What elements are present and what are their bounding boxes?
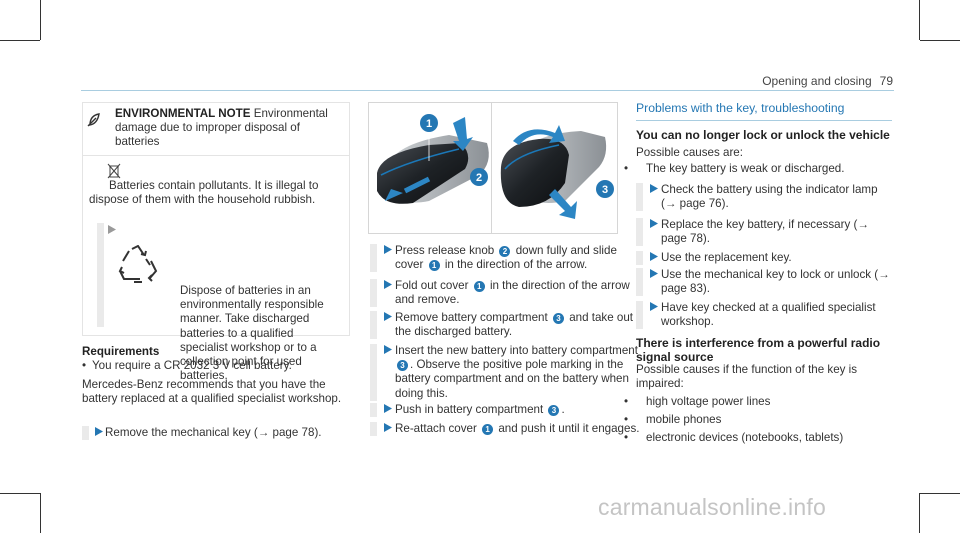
step-arrow-icon: [650, 269, 658, 278]
pollutants-text: Batteries contain pollutants. It is ille…: [89, 179, 319, 207]
dispose-step: Dispose of batteries in an environmental…: [97, 223, 344, 382]
crossed-bin-icon: [107, 163, 121, 179]
causes-intro: Possible causes are:: [636, 146, 743, 159]
env-note-title: ENVIRONMENTAL NOTE: [115, 107, 251, 120]
badge-3: 3: [397, 360, 408, 372]
badge-3: 3: [548, 405, 560, 416]
environmental-note-box: ENVIRONMENTAL NOTE Environmental damage …: [82, 102, 350, 382]
page-number: 79: [879, 74, 893, 88]
step-fold-out-cover: Fold out cover 1 in the direction of the…: [370, 279, 641, 308]
step-arrow-icon: [384, 423, 392, 432]
crop-mark: [40, 493, 41, 533]
requirement-item: •You require a CR 2032 3 V cell battery.: [82, 359, 292, 372]
dispose-text: Dispose of batteries in an environmental…: [180, 284, 324, 383]
recommendation-text: Mercedes-Benz recommends that you have t…: [82, 378, 342, 406]
crop-mark: [920, 40, 960, 41]
crop-mark: [919, 0, 920, 40]
section-title: Problems with the key, troubleshooting: [636, 101, 845, 115]
step-arrow-icon: [384, 312, 392, 321]
watermark: carmanualsonline.info: [598, 494, 826, 520]
env-note-text: ENVIRONMENTAL NOTE Environmental damage …: [115, 107, 345, 150]
step-remove-compartment: Remove battery compartment 3 and take ou…: [370, 311, 641, 340]
step-arrow-icon: [95, 427, 103, 436]
crop-mark: [40, 0, 41, 40]
figure-label-2: 2: [470, 168, 488, 186]
svg-text:2: 2: [476, 172, 482, 184]
environment-icon: [87, 113, 100, 127]
fold-arrow: [513, 125, 565, 145]
crop-mark: [0, 493, 40, 494]
crop-mark: [0, 40, 40, 41]
step-arrow-icon: [108, 225, 116, 234]
key-cover-right: [500, 138, 569, 207]
divider: [83, 155, 349, 156]
step-press-release: Press release knob 2 down fully and slid…: [370, 244, 641, 273]
step-arrow-icon: [384, 245, 392, 254]
key-cover-left: [377, 143, 469, 204]
step-mechanical-key: Use the mechanical key to lock or unlock…: [636, 268, 893, 297]
recycle-icon: [118, 245, 158, 283]
causes-list: •The key battery is weak or discharged.: [624, 162, 892, 176]
figure-label-3: 3: [596, 180, 614, 198]
badge-3: 3: [552, 313, 564, 324]
impaired-text: Possible causes if the function of the k…: [636, 363, 858, 391]
list-item: •The key battery is weak or discharged.: [624, 162, 845, 175]
figure-label-1: 1: [420, 114, 438, 161]
crop-mark: [919, 493, 920, 533]
section-rule: [636, 120, 892, 121]
heading-lock-unlock: You can no longer lock or unlock the veh…: [636, 128, 890, 142]
badge-1: 1: [482, 424, 494, 435]
crop-mark: [920, 493, 960, 494]
press-arrow: [453, 117, 473, 151]
env-note-body: Environmental damage due to improper dis…: [115, 107, 328, 149]
figure-divider: [491, 103, 492, 233]
badge-2: 2: [499, 246, 511, 257]
step-replace-battery: Replace the key battery, if necessary (→…: [636, 218, 893, 247]
svg-text:1: 1: [426, 118, 432, 130]
step-arrow-icon: [650, 184, 658, 193]
key-battery-figure: 1 2 3: [368, 102, 618, 234]
header-rule: [81, 90, 894, 91]
step-insert-battery: Insert the new battery into battery comp…: [370, 344, 641, 401]
step-arrow-icon: [650, 252, 658, 261]
step-have-checked: Have key checked at a qualified speciali…: [636, 301, 893, 330]
list-item: •mobile phones: [624, 413, 722, 427]
remove-key-step: Remove the mechanical key (→ page 78).: [82, 426, 355, 441]
step-push-in: Push in battery compartment 3.: [370, 403, 641, 418]
badge-1: 1: [428, 260, 440, 272]
step-replacement-key: Use the replacement key.: [636, 251, 893, 266]
step-check-battery: Check the battery using the indicator la…: [636, 183, 893, 212]
header-section: Opening and closing: [762, 74, 872, 88]
running-header: Opening and closing 79: [610, 74, 893, 88]
step-arrow-icon: [650, 219, 658, 228]
step-arrow-icon: [650, 302, 658, 311]
list-item: •high voltage power lines: [624, 395, 771, 408]
list-item: •electronic devices (notebooks, tablets): [624, 431, 844, 445]
step-arrow-icon: [384, 404, 392, 413]
heading-interference: There is interference from a powerful ra…: [636, 336, 881, 365]
bullet: •: [82, 359, 87, 372]
sources-list: •high voltage power lines •mobile phones…: [624, 395, 892, 446]
step-arrow-icon: [384, 345, 392, 354]
step-reattach-cover: Re-attach cover 1 and push it until it e…: [370, 422, 641, 437]
step-arrow-icon: [384, 280, 392, 289]
key-illustration: 1 2 3: [377, 114, 614, 219]
remove-arrow: [549, 189, 577, 219]
slide-arrow: [385, 189, 403, 201]
requirements-heading: Requirements: [82, 345, 160, 358]
svg-text:3: 3: [602, 184, 608, 196]
badge-1: 1: [473, 281, 485, 292]
